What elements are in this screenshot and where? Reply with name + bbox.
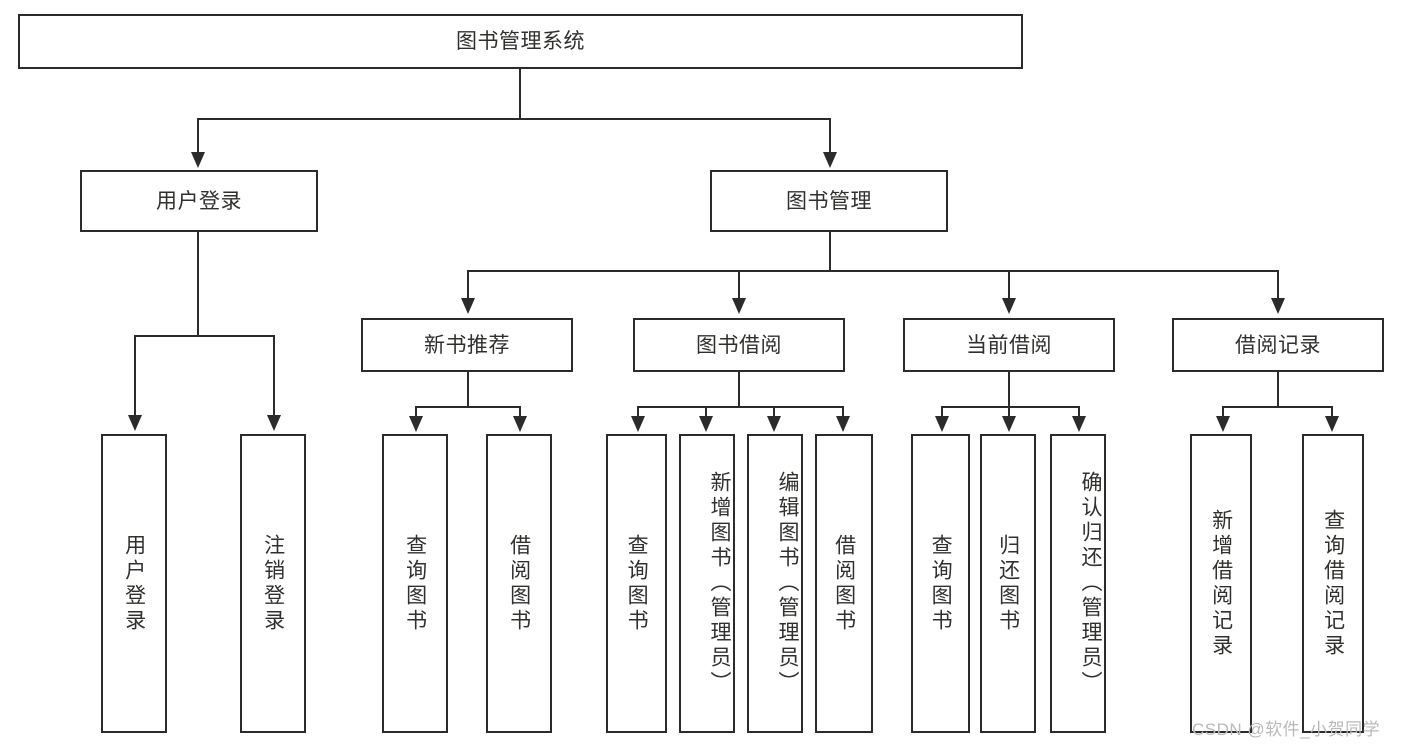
arrowhead-book-management: [823, 152, 837, 168]
leaf-confirm-return-admin[interactable]: 确认归还（管理员）: [1050, 434, 1106, 733]
arrowhead-borrow-record: [1271, 298, 1285, 314]
connector-book-borrow-leg-1: [637, 406, 640, 418]
connector-book-borrow-leg-2: [705, 406, 708, 418]
connector-new-book-stem: [467, 372, 470, 408]
arrowhead-leaf-edit-book: [767, 416, 781, 432]
node-label: 图书管理: [786, 189, 872, 213]
connector-new-book-leg-2: [519, 406, 522, 418]
arrowhead-leaf-query-book-3: [935, 416, 949, 432]
node-label: 查询图书: [403, 533, 427, 634]
arrowhead-leaf-return-book: [1002, 416, 1016, 432]
connector-user-login-bus: [134, 335, 275, 338]
leaf-query-borrow-record[interactable]: 查询借阅记录: [1302, 434, 1364, 733]
connector-current-borrow-bus: [941, 406, 1080, 409]
connector-user-login-leg-2: [273, 335, 276, 417]
connector-user-login-leg-1: [134, 335, 137, 417]
connector-root-bus: [197, 118, 831, 121]
node-label: 新增借阅记录: [1209, 508, 1233, 659]
connector-level3-leg-2: [738, 270, 741, 300]
arrowhead-leaf-borrow-book-2: [836, 416, 850, 432]
node-label: 借阅图书: [507, 533, 531, 634]
connector-borrow-record-leg-1: [1222, 406, 1225, 418]
node-label: 图书借阅: [696, 333, 782, 357]
leaf-query-book-current[interactable]: 查询图书: [911, 434, 970, 733]
leaf-add-book-admin[interactable]: 新增图书（管理员）: [679, 434, 735, 733]
arrowhead-leaf-user-login: [128, 415, 142, 431]
node-label: 图书管理系统: [456, 30, 585, 53]
arrowhead-leaf-query-record: [1325, 416, 1339, 432]
connector-borrow-record-bus: [1222, 406, 1333, 409]
leaf-logout[interactable]: 注销登录: [240, 434, 306, 733]
arrowhead-leaf-add-record: [1216, 416, 1230, 432]
arrowhead-user-login: [191, 152, 205, 168]
arrowhead-leaf-query-book-1: [409, 416, 423, 432]
connector-current-borrow-stem: [1008, 372, 1011, 408]
arrowhead-leaf-borrow-book-1: [513, 416, 527, 432]
node-label: 用户登录: [122, 533, 146, 634]
arrowhead-leaf-query-book-2: [631, 416, 645, 432]
arrowhead-leaf-add-book: [699, 416, 713, 432]
connector-current-borrow-leg-2: [1008, 406, 1011, 418]
node-label: 当前借阅: [966, 333, 1052, 357]
connector-borrow-record-leg-2: [1331, 406, 1334, 418]
node-label: 借阅记录: [1235, 333, 1321, 357]
connector-book-borrow-leg-3: [773, 406, 776, 418]
connector-level3-leg-3: [1008, 270, 1011, 300]
connector-new-book-bus: [415, 406, 521, 409]
node-book-management[interactable]: 图书管理: [710, 170, 948, 232]
arrowhead-current-borrow: [1002, 298, 1016, 314]
node-root-book-management-system[interactable]: 图书管理系统: [18, 14, 1023, 69]
leaf-edit-book-admin[interactable]: 编辑图书（管理员）: [747, 434, 803, 733]
connector-new-book-leg-1: [415, 406, 418, 418]
leaf-add-borrow-record[interactable]: 新增借阅记录: [1190, 434, 1252, 733]
leaf-query-book-recommend[interactable]: 查询图书: [382, 434, 448, 733]
leaf-borrow-book-recommend[interactable]: 借阅图书: [486, 434, 552, 733]
leaf-return-book[interactable]: 归还图书: [980, 434, 1036, 733]
connector-user-login-stem: [197, 232, 200, 336]
node-label: 注销登录: [261, 533, 285, 634]
connector-book-management-stem: [829, 232, 832, 272]
node-label: 新增图书（管理员）: [708, 471, 731, 696]
leaf-query-book-borrow[interactable]: 查询图书: [606, 434, 667, 733]
connector-root-leg-right: [829, 118, 832, 154]
node-label: 查询借阅记录: [1321, 508, 1345, 659]
arrowhead-new-book-recommend: [461, 298, 475, 314]
node-borrow-record[interactable]: 借阅记录: [1172, 318, 1384, 372]
node-label: 用户登录: [156, 189, 242, 213]
connector-book-borrow-stem: [738, 372, 741, 408]
connector-current-borrow-leg-3: [1078, 406, 1081, 418]
connector-borrow-record-stem: [1277, 372, 1280, 408]
node-user-login[interactable]: 用户登录: [80, 170, 318, 232]
node-current-borrow[interactable]: 当前借阅: [903, 318, 1115, 372]
node-label: 借阅图书: [832, 533, 856, 634]
connector-level3-leg-1: [467, 270, 470, 300]
arrowhead-leaf-logout: [267, 415, 281, 431]
connector-root-leg-left: [197, 118, 200, 154]
arrowhead-book-borrow: [732, 298, 746, 314]
node-label: 查询图书: [929, 533, 953, 634]
connector-level3-bus: [467, 270, 1279, 273]
node-label: 查询图书: [625, 533, 649, 634]
connector-book-borrow-leg-4: [842, 406, 845, 418]
leaf-borrow-book-borrow[interactable]: 借阅图书: [815, 434, 873, 733]
connector-book-borrow-bus: [637, 406, 844, 409]
node-label: 归还图书: [996, 533, 1020, 634]
connector-level3-leg-4: [1277, 270, 1280, 300]
node-label: 确认归还（管理员）: [1079, 471, 1102, 696]
node-new-book-recommend[interactable]: 新书推荐: [361, 318, 573, 372]
node-label: 编辑图书（管理员）: [776, 471, 799, 696]
arrowhead-leaf-confirm-return: [1072, 416, 1086, 432]
connector-root-stem: [519, 69, 522, 119]
leaf-user-login[interactable]: 用户登录: [101, 434, 167, 733]
node-book-borrow[interactable]: 图书借阅: [633, 318, 845, 372]
node-label: 新书推荐: [424, 333, 510, 357]
connector-current-borrow-leg-1: [941, 406, 944, 418]
